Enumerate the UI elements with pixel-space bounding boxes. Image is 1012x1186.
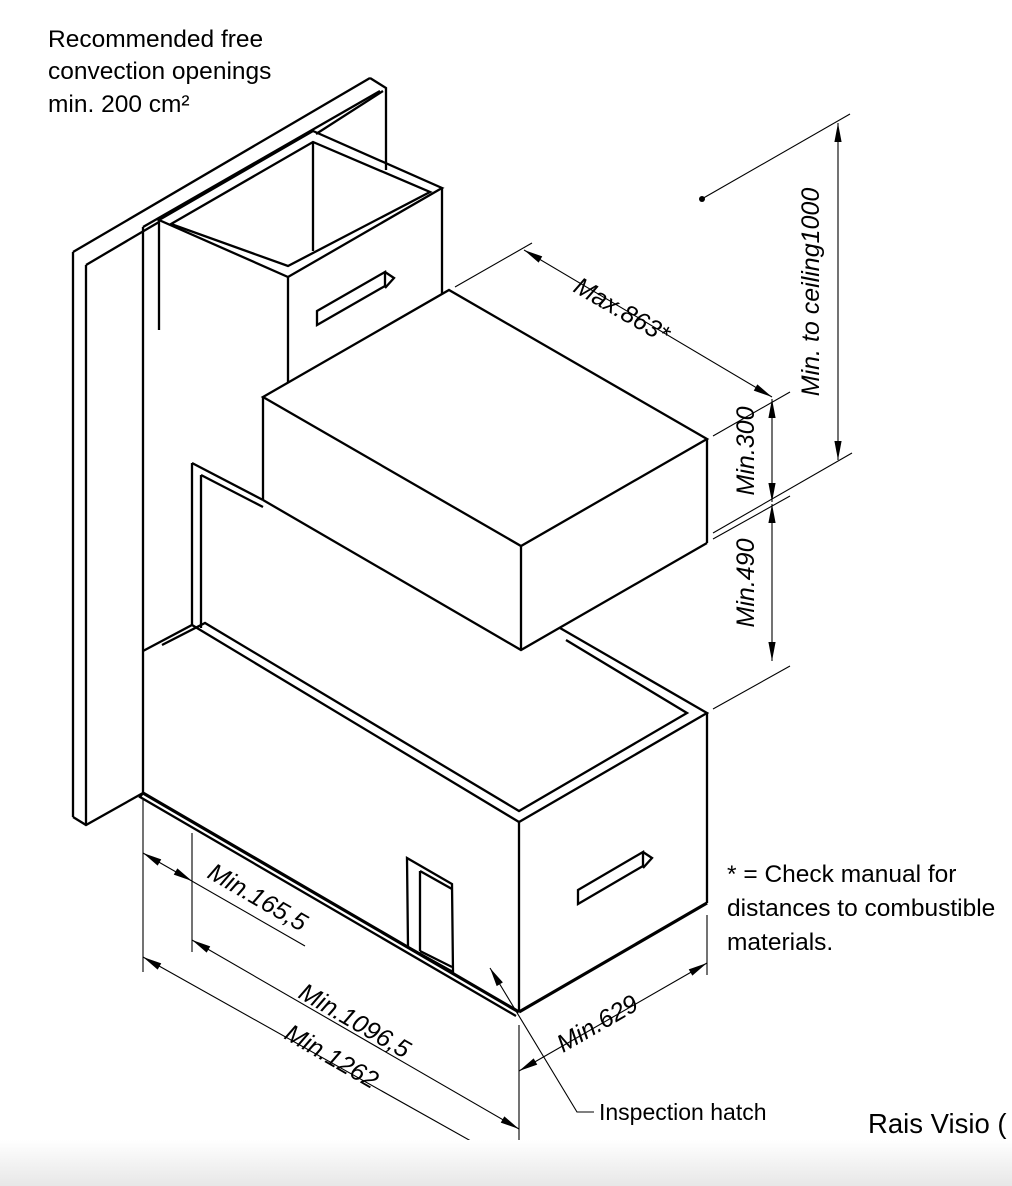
dimension-arrowhead [768, 642, 776, 661]
dimension-arrowhead [143, 853, 162, 866]
dimension-inner-width: Min.1096,5 [191, 939, 520, 1130]
convection-note-line2: convection openings [48, 58, 272, 86]
convection-note-line1: Recommended free [48, 26, 264, 53]
combustible-materials-note: * = Check manual for distances to combus… [727, 858, 995, 959]
dimension-to-ceiling-label: Min. to ceiling1000 [797, 188, 825, 397]
lower-base-box [142, 621, 710, 1014]
dimension-arrowhead [768, 399, 776, 418]
inspection-hatch-opening [405, 855, 455, 974]
dimension-to-ceiling: Min. to ceiling1000 [699, 113, 853, 534]
dimension-arrowhead [768, 504, 776, 523]
dimension-arrowhead [753, 384, 772, 397]
dimension-base-depth-label: Min.629 [552, 989, 643, 1058]
mounting-back-panel [138, 90, 520, 1017]
dimension-arrowhead [519, 1058, 538, 1071]
dimension-arrowhead [173, 868, 192, 881]
dimension-arrowheads [143, 123, 842, 1168]
inspection-hatch-label: Inspection hatch [599, 1099, 767, 1125]
dimension-hood-depth-label: Max.863* [569, 272, 676, 350]
dimension-opening-height: Min.490 [712, 504, 791, 710]
combustible-note-line1: * = Check manual for [727, 861, 957, 888]
combustible-note-line3: materials. [727, 928, 834, 956]
combustible-note-line2: distances to combustible [727, 894, 996, 922]
convection-note: Recommended free convection openings min… [48, 24, 271, 121]
upper-hood-box [191, 288, 710, 652]
page-bottom-fade [0, 1140, 1012, 1186]
dimension-arrowhead [143, 957, 162, 970]
dimension-arrowhead [192, 940, 211, 953]
chimney-vent-slot [315, 270, 396, 327]
dimension-arrowhead [768, 483, 776, 502]
product-title: Rais Visio ( [868, 1108, 1007, 1139]
dimension-arrowhead [688, 963, 707, 976]
base-vent-slot [576, 849, 654, 907]
dimension-opening-height-label: Min.490 [732, 538, 760, 627]
dimension-hood-height-label: Min.300 [732, 406, 760, 495]
dimension-arrowhead [834, 441, 842, 460]
dimension-arrowhead [524, 250, 543, 263]
dimension-arrowhead [834, 123, 842, 142]
convection-note-line3: min. 200 cm² [48, 90, 190, 118]
chimney-duct [156, 129, 445, 383]
dimension-base-depth: Min.629 [518, 915, 708, 1072]
rear-wall-slab [71, 77, 388, 827]
dimension-arrowhead [490, 968, 503, 987]
dimension-left-offset: Min.165,5 [142, 800, 312, 972]
dimension-arrowhead [500, 1116, 519, 1129]
ceiling-reference-dot [699, 196, 705, 202]
dimension-left-offset-label: Min.165,5 [203, 858, 312, 937]
left-support-column [190, 463, 203, 628]
dimension-hood-height: Min.300 [712, 399, 791, 540]
inspection-hatch-leader: Inspection hatch [489, 967, 767, 1125]
